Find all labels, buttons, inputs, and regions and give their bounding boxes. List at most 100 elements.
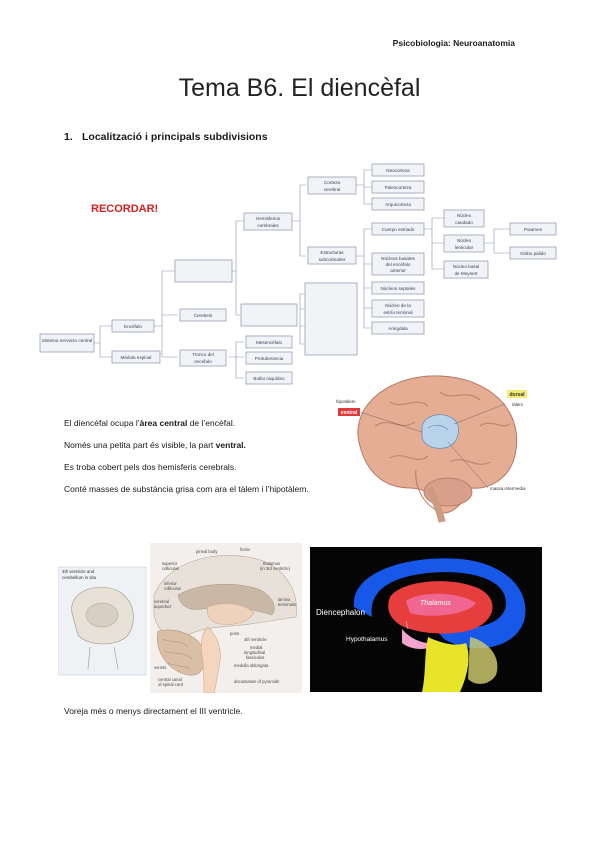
section-number: 1. [64,131,73,143]
brainstem-shape [426,486,446,523]
dorsal-label: dorsal [509,392,525,398]
ventral-label: ventral [341,410,358,416]
box-meynert: Núcleo basal de Meynert [443,260,489,279]
putamen-label: Putamen [524,227,543,232]
section-title: Localització i principals subdivisions [82,131,268,143]
cuerpo-estriado-label: Cuerpo estriado [382,227,415,232]
ventral-tag [338,408,360,416]
hemisferios-label-1: Hemisferios [256,216,281,221]
inferior-label-1: inferior [164,581,177,586]
estructuras-label-2: subcorticales [319,257,347,262]
medulla-label: medulla oblongata [234,663,269,668]
hypothalamus-render-label: Hypothalamus [346,636,388,643]
lamina-label-2: terminalis [278,602,296,607]
box-amigdala: Amígdala [371,321,425,335]
corteza-label-1: Corteza [324,180,341,185]
superior-label-2: colliculus [162,566,179,571]
inset-label-1: 4th ventricle and [62,569,95,574]
section-heading: 1. Localització i principals subdivisions [64,131,268,143]
box-root: Sistema nervioso central [39,333,95,353]
fourth-ventricle-label: 4th ventricle [244,637,267,642]
p1-text-a: El diencèfal ocupa l’ [64,418,140,428]
brain-lateral-illustration: dorsal tàlem hipotàlem ventral massa int… [336,375,527,523]
bulbo-label: Bulbo raquídeo [253,376,285,381]
highlight-diencefalo [240,303,298,327]
diagram-connectors [94,169,510,379]
diencephalon-highlight [421,414,459,449]
course-header: Psicobiologia: Neuroanatomia [392,38,515,48]
nucleo-estria-label-2: estría terminal [383,310,412,315]
box-nucleo-estria: Núcleo de la estría terminal [371,299,425,318]
cerebellum-yellow [468,637,498,684]
vermis-label: vermis [154,665,166,670]
box-corteza: Corteza cerebral [307,176,357,195]
nucleos-basales-label-3: anterior [390,268,406,273]
nucleos-septales-label: Núcleos septales [381,286,417,291]
massa-label-brain: massa intermedia [490,486,526,491]
corteza-label-2: cerebral [324,187,341,192]
box-globo-palido: Globo pálido [509,246,557,260]
arquicorteza-label: Arquicorteza [385,202,411,207]
paleocorteza-label: Paleocorteza [385,185,412,190]
globo-palido-label: Globo pálido [520,251,546,256]
diencephalon-render-label: Diencephalon [316,608,365,617]
page-title: Tema B6. El diencèfal [178,74,421,102]
central-canal-label-2: of spinal cord [158,682,184,687]
amigdala-label: Amígdala [388,326,408,331]
root-label: Sistema nervioso central [42,338,92,343]
lamina-label-1: lamina [278,597,291,602]
cerebral-label-2: aqueduct [154,604,172,609]
inset-label-2: cerebellum in situ [62,575,97,580]
p1-text-bold: àrea central [139,418,188,428]
nucleo-estria-label-1: Núcleo de la [385,303,411,308]
meynert-label-2: de Meynert [455,271,479,276]
box-protuberancia: Protuberancia [245,351,293,365]
paragraph-3: Es troba cobert pels dos hemisferis cere… [64,462,237,472]
p1-text-c: de l’encèfal. [187,418,236,428]
meynert-label-1: Núcleo basal [453,264,480,269]
box-arquicorteza: Arquicorteza [371,197,425,211]
paragraph-1: El diencèfal ocupa l’àrea central de l’e… [64,416,326,431]
footer-note: Voreja més o menys directament el III ve… [64,706,243,716]
highlight-diencephalon-parts [304,282,358,356]
encefalo-label: Encéfalo [124,324,142,329]
box-lenticular: Núcleo lenticular [443,234,485,253]
corpus-callosum [177,583,275,616]
box-bulbo: Bulbo raquídeo [245,371,293,385]
thalamus-label-2: (in 3rd ventricle) [260,566,291,571]
caudado-label-1: Núcleo [457,213,472,218]
box-mesencefalo: Mesencéfalo [245,335,293,349]
brainstem-section [200,626,221,693]
inset-brain [85,602,119,628]
mesencefalo-label: Mesencéfalo [256,340,282,345]
recordar-label: RECORDAR! [91,203,159,215]
p2-text-a: Només una petita part és visible, la par… [64,440,216,450]
box-nucleos-septales: Núcleos septales [371,281,425,295]
box-cerebelo: Cerebelo [179,308,227,322]
lenticular-label-2: lenticular [455,245,474,250]
cerebelo-label: Cerebelo [194,313,213,318]
central-canal-label-1: central canal [158,677,182,682]
decussation-label: decussation of pyramids [234,679,279,684]
medial-label-1: medial [250,645,262,650]
hipotalem-label-brain: hipotàlem [336,399,356,404]
box-cuerpo-estriado: Cuerpo estriado [371,222,425,236]
tronco-label-1: Tronco del [192,352,214,357]
paragraph-2: Només una petita part és visible, la par… [64,438,326,453]
p2-text-bold: ventral. [215,440,246,450]
estructuras-label-1: Estructuras [320,250,344,255]
inferior-label-2: colliculus [164,586,181,591]
medial-label-3: fasciculus [246,655,264,660]
protuberancia-label: Protuberancia [255,356,284,361]
cerebral-label-1: cerebral [154,599,169,604]
box-encefalo: Encéfalo [111,319,155,333]
lenticular-label-1: Núcleo [457,238,472,243]
medula-label: Médula espinal [121,355,152,360]
diencephalon-3d-render: Diencephalon Thalamus Hypothalamus [310,547,542,692]
thalamus-render-label: Thalamus [420,600,451,607]
paragraph-4: Conté masses de substància grisa com ara… [64,484,309,494]
